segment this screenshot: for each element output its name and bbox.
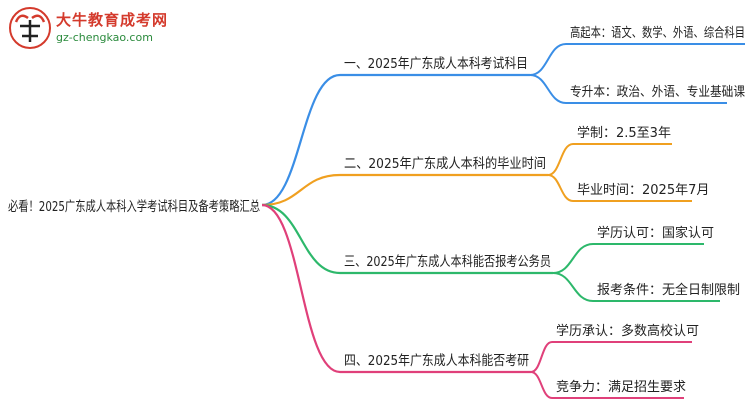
branch-to-leaf-connector bbox=[547, 174, 574, 202]
leaf-node: 学制：2.5至3年 bbox=[577, 125, 671, 141]
logo-title: 大牛教育成考网 bbox=[56, 11, 169, 29]
leaf-node: 学历承认：多数高校认可 bbox=[556, 323, 699, 339]
branch-to-leaf-connector bbox=[530, 371, 553, 399]
branch-node: 三、2025年广东成人本科能否报考公务员 bbox=[344, 254, 551, 270]
logo-url: gz-chengkao.com bbox=[56, 31, 153, 44]
branch-to-leaf-connector bbox=[529, 43, 567, 76]
root-to-branch-connector bbox=[261, 203, 341, 374]
mind-map-nodes: 必看！2025广东成人本科入学考试科目及备考策略汇总 一、2025年广东成人本科… bbox=[8, 25, 745, 395]
leaf-node: 报考条件：无全日制限制 bbox=[597, 282, 740, 298]
leaf-node: 专升本：政治、外语、专业基础课 bbox=[570, 85, 745, 100]
root-node: 必看！2025广东成人本科入学考试科目及备考策略汇总 bbox=[8, 198, 260, 215]
mind-map-edges bbox=[261, 43, 745, 399]
site-logo[interactable]: 大牛教育成考网 gz-chengkao.com bbox=[6, 4, 196, 50]
branch-to-leaf-connector bbox=[530, 341, 553, 373]
root-to-branch-connector bbox=[261, 73, 341, 207]
bull-logo-icon bbox=[9, 7, 51, 49]
root-to-branch-connector bbox=[261, 203, 341, 275]
leaf-node: 学历认可：国家认可 bbox=[597, 225, 714, 241]
leaf-node: 毕业时间：2025年7月 bbox=[577, 183, 709, 198]
branch-to-leaf-connector bbox=[552, 243, 594, 274]
branch-node: 一、2025年广东成人本科考试科目 bbox=[344, 56, 528, 72]
branch-to-leaf-connector bbox=[552, 272, 594, 302]
branch-node: 四、2025年广东成人本科能否考研 bbox=[344, 353, 529, 369]
branch-to-leaf-connector bbox=[529, 74, 567, 104]
leaf-node: 高起本：语文、数学、外语、综合科目 bbox=[570, 25, 745, 41]
branch-to-leaf-connector bbox=[547, 143, 574, 176]
root-to-branch-connector bbox=[261, 173, 341, 207]
leaf-node: 竞争力：满足招生要求 bbox=[556, 379, 686, 395]
branch-node: 二、2025年广东成人本科的毕业时间 bbox=[344, 156, 546, 172]
